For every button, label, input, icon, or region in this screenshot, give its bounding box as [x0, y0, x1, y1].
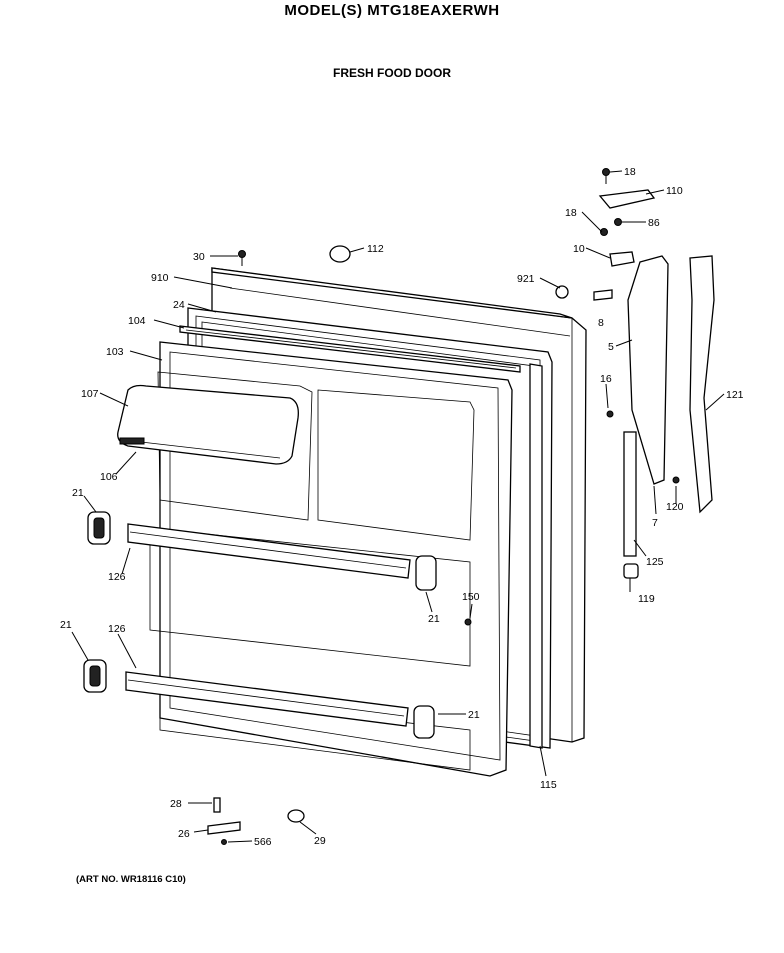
door-shelf-upper: [127, 523, 411, 579]
callout-label: 30: [193, 251, 205, 263]
callout-label: 8: [598, 317, 604, 329]
callout-label: 125: [646, 556, 664, 568]
art-number: (ART NO. WR18116 C10): [76, 874, 186, 885]
callout-label: 10: [573, 243, 585, 255]
callout-label: 21: [428, 613, 440, 625]
door-shelf-lower: [125, 671, 409, 727]
callout-label: 103: [106, 346, 124, 358]
callout-label: 18: [624, 166, 636, 178]
callout-label: 7: [652, 517, 658, 529]
callout-label: 107: [81, 388, 99, 400]
callout-label: 18: [565, 207, 577, 219]
callout-label: 24: [173, 299, 185, 311]
callout-label: 112: [367, 243, 384, 255]
page-title: MODEL(S) MTG18EAXERWH: [284, 2, 500, 19]
callout-label: 29: [314, 835, 326, 847]
callout-label: 126: [108, 623, 126, 635]
callout-label: 86: [648, 217, 660, 229]
callout-label: 121: [726, 389, 744, 401]
callout-label: 119: [638, 593, 655, 605]
dairy-door: [117, 384, 299, 465]
shelf-end-cap: [83, 511, 437, 739]
breaker-strip: [179, 325, 521, 373]
callout-label: 126: [108, 571, 126, 583]
callout-label: 21: [60, 619, 72, 631]
callout-label: 921: [517, 273, 535, 285]
side-seal-strip: [529, 363, 543, 749]
callout-label: 28: [170, 798, 182, 810]
callout-label: 21: [72, 487, 84, 499]
screws: [207, 168, 622, 845]
callout-label: 104: [128, 315, 146, 327]
callout-label: 115: [540, 779, 557, 791]
callout-label: 910: [151, 272, 169, 284]
callout-label: 110: [666, 185, 683, 197]
callout-label: 21: [468, 709, 480, 721]
hinge-assembly: [329, 189, 715, 579]
callout-label: 16: [600, 373, 612, 385]
callout-label: 106: [100, 471, 118, 483]
callout-label: 5: [608, 341, 614, 353]
callout-label: 150: [462, 591, 480, 603]
callout-label: 120: [666, 501, 684, 513]
leader-lines: [71, 170, 725, 843]
callout-label: 566: [254, 836, 272, 848]
diagram-subtitle: FRESH FOOD DOOR: [332, 66, 451, 80]
callout-label: 26: [178, 828, 190, 840]
callout-labels: 18 110 18 86 10 30 112 910 921 24 8 104 …: [60, 166, 744, 848]
